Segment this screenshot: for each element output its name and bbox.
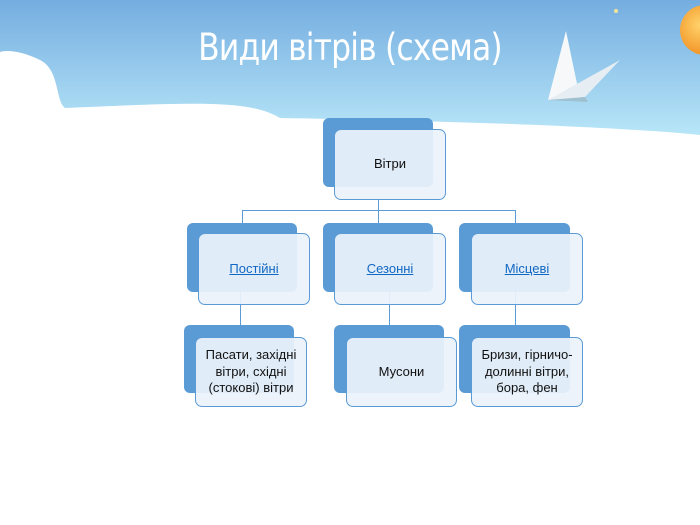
slide-title: Види вітрів (схема) (198, 26, 503, 69)
connector (389, 290, 390, 326)
node-category-seasonal: Сезонні (334, 233, 446, 305)
node-label: Мусони (378, 363, 425, 379)
node-examples-permanent: Пасати, західні вітри, східні (стокові) … (195, 337, 307, 407)
category-link-seasonal[interactable]: Сезонні (366, 260, 414, 276)
node-category-permanent: Постійні (198, 233, 310, 305)
connector (515, 290, 516, 326)
paper-plane-icon (548, 31, 620, 102)
balloon-icon (680, 5, 700, 55)
connector (378, 198, 379, 210)
connector (242, 210, 243, 224)
node-label: Пасати, західні вітри, східні (стокові) … (205, 346, 297, 396)
node-examples-local: Бризи, гірничо-долинні вітри, бора, фен (471, 337, 583, 407)
category-link-local[interactable]: Місцеві (504, 260, 550, 276)
sky (0, 0, 700, 135)
connector (240, 290, 241, 326)
node-label: Вітри (373, 156, 406, 172)
node-root: Вітри (334, 129, 446, 200)
node-label: Бризи, гірничо-долинні вітри, бора, фен (481, 346, 573, 396)
connector (515, 210, 516, 224)
connector (378, 210, 379, 224)
category-link-permanent[interactable]: Постійні (229, 260, 279, 276)
node-examples-seasonal: Мусони (346, 337, 457, 407)
node-category-local: Місцеві (471, 233, 583, 305)
